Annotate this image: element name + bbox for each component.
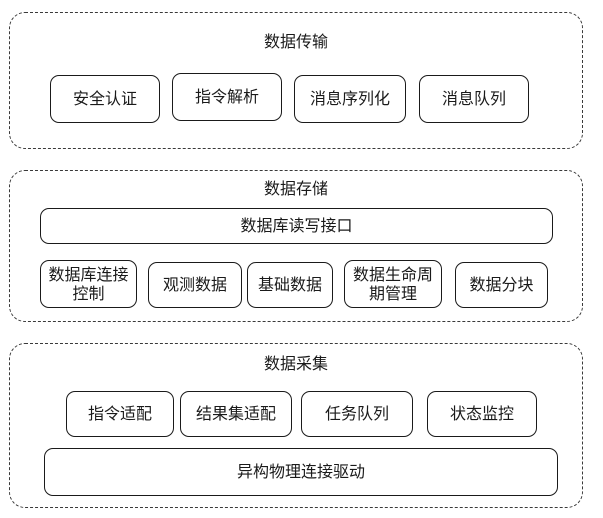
layer-title: 数据存储 <box>263 179 328 198</box>
command-parse-box: 指令解析 <box>172 73 282 121</box>
observation-data-box: 观测数据 <box>148 262 242 308</box>
layer-title: 数据传输 <box>263 32 328 51</box>
data-transmission-layer: 数据传输 <box>9 12 583 149</box>
data-storage-layer: 数据存储 <box>9 170 583 322</box>
layer-title: 数据采集 <box>263 354 328 373</box>
message-serialization-box: 消息序列化 <box>294 75 406 123</box>
db-connection-control-box: 数据库连接控制 <box>40 260 137 308</box>
data-chunk-box: 数据分块 <box>455 262 548 308</box>
db-rw-interface-box: 数据库读写接口 <box>40 208 553 244</box>
resultset-adapt-box: 结果集适配 <box>180 391 292 437</box>
base-data-box: 基础数据 <box>247 262 333 308</box>
security-auth-box: 安全认证 <box>50 75 160 123</box>
task-queue-box: 任务队列 <box>301 391 413 437</box>
data-acquisition-layer: 数据采集 <box>9 343 583 508</box>
message-queue-box: 消息队列 <box>419 75 529 123</box>
heterogeneous-driver-box: 异构物理连接驱动 <box>44 448 558 496</box>
status-monitor-box: 状态监控 <box>427 391 537 437</box>
data-lifecycle-box: 数据生命周期管理 <box>344 260 442 308</box>
command-adapt-box: 指令适配 <box>66 391 174 437</box>
